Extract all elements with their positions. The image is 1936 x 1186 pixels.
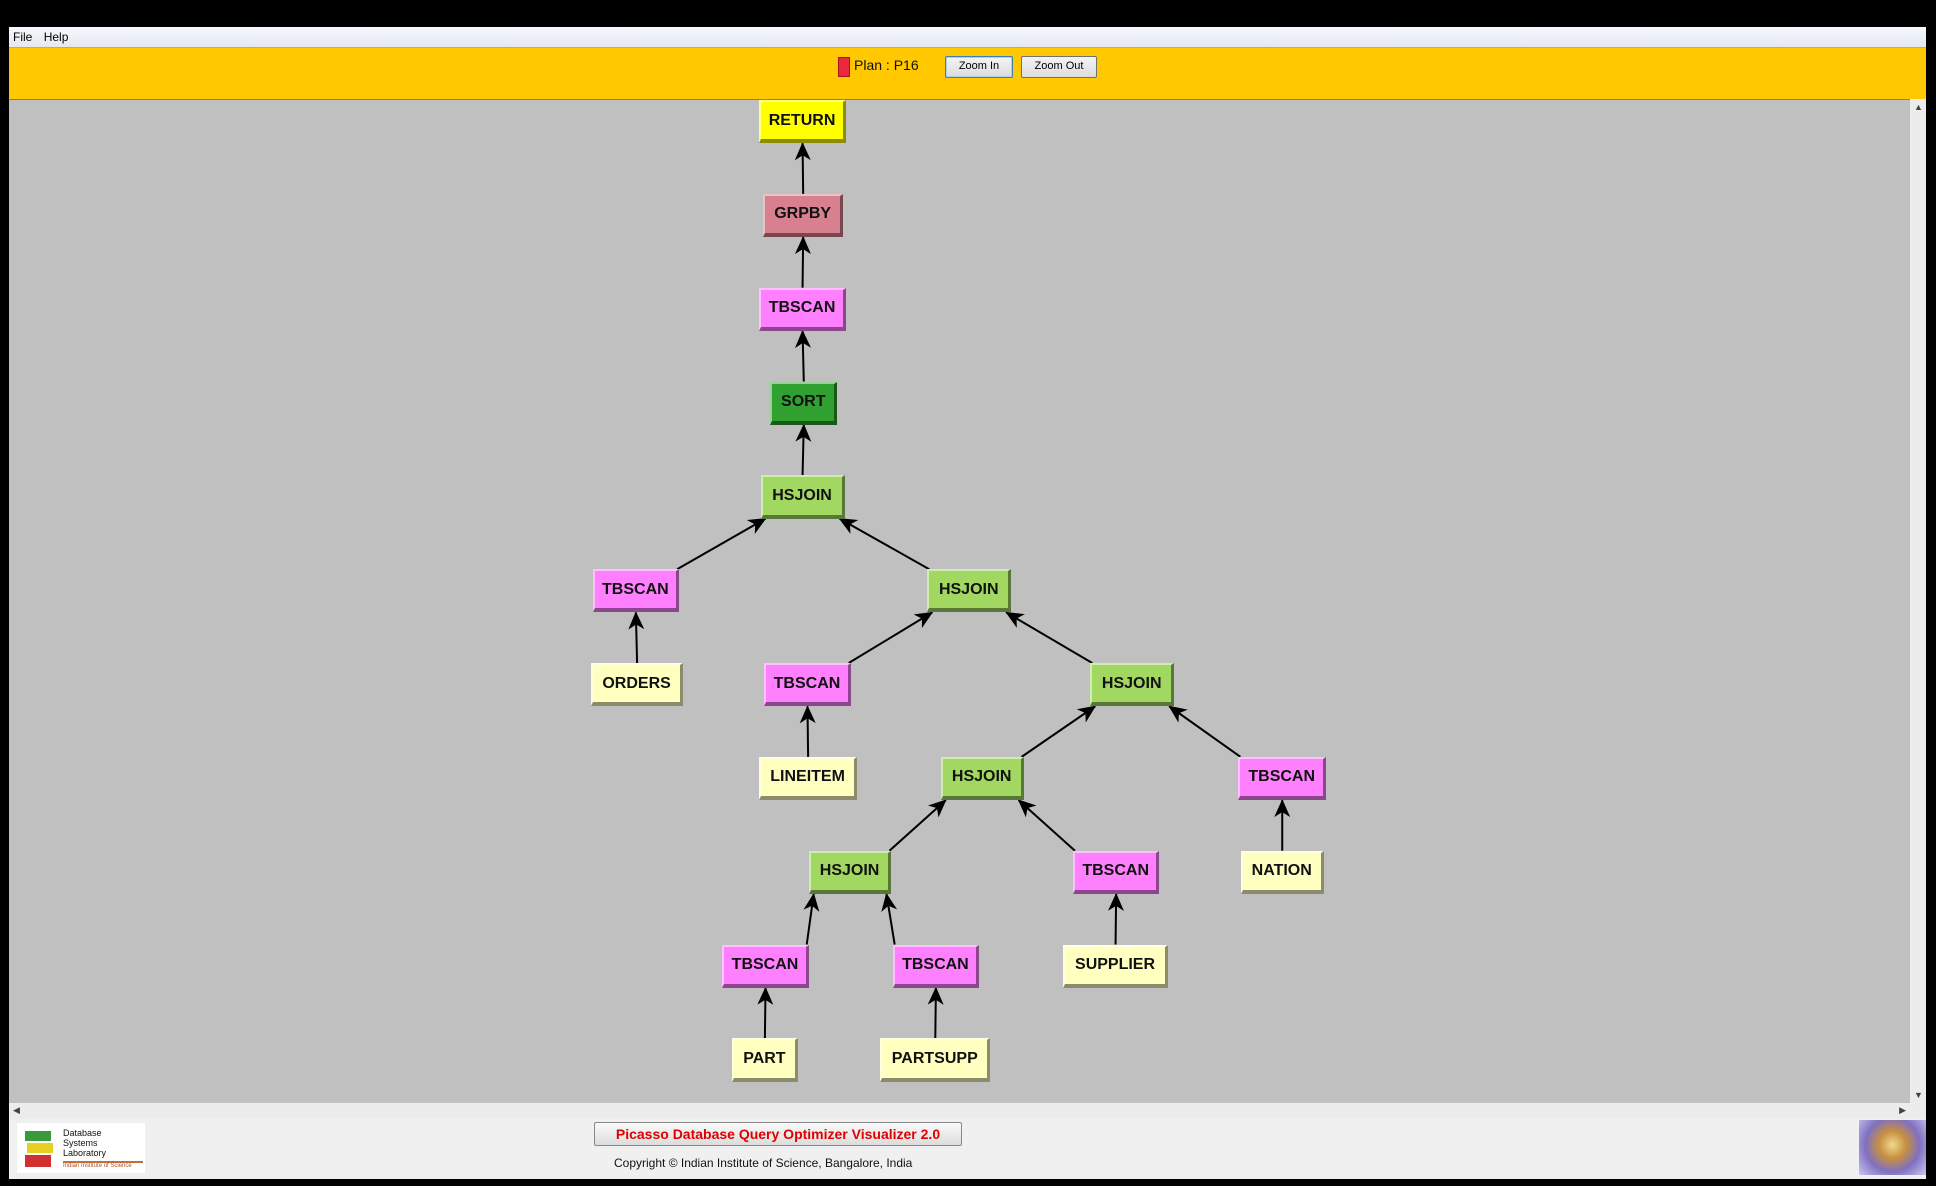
plan-node-supplier[interactable]: SUPPLIER [1063, 944, 1168, 988]
dsl-blocks-icon [25, 1131, 53, 1167]
dsl-logo: Database Systems Laboratory Indian Insti… [17, 1123, 145, 1173]
plan-node-lineitem[interactable]: LINEITEM [759, 756, 857, 801]
scroll-right-icon[interactable]: ▶ [1899, 1105, 1906, 1115]
plan-node-nation[interactable]: NATION [1240, 850, 1324, 894]
menu-help[interactable]: Help [43, 30, 69, 44]
plan-node-hsjoin[interactable]: HSJOIN [808, 850, 892, 894]
plan-color-swatch [838, 57, 850, 77]
plan-node-part[interactable]: PART [732, 1038, 798, 1082]
plan-node-tbscan[interactable]: TBSCAN [759, 287, 846, 331]
plan-node-tbscan[interactable]: TBSCAN [722, 944, 809, 988]
plan-node-tbscan[interactable]: TBSCAN [764, 663, 851, 707]
scroll-up-icon[interactable]: ▲ [1914, 102, 1923, 112]
plan-node-sort[interactable]: SORT [770, 381, 838, 425]
plan-node-partsupp[interactable]: PARTSUPP [880, 1038, 991, 1082]
dsl-logo-subtext: Indian Institute of Science [63, 1161, 143, 1169]
zoom-in-button[interactable]: Zoom In [945, 56, 1013, 78]
plan-node-tbscan[interactable]: TBSCAN [1238, 756, 1327, 801]
plan-node-return[interactable]: RETURN [759, 100, 846, 144]
app-title-button[interactable]: Picasso Database Query Optimizer Visuali… [594, 1122, 962, 1146]
iisc-emblem-icon [1859, 1120, 1926, 1175]
menu-bar: File Help [9, 27, 1926, 47]
scroll-left-icon[interactable]: ◀ [13, 1105, 20, 1115]
plan-node-tbscan[interactable]: TBSCAN [592, 569, 680, 613]
scroll-down-icon[interactable]: ▼ [1914, 1090, 1923, 1100]
plan-node-tbscan[interactable]: TBSCAN [892, 944, 980, 988]
plan-node-grpby[interactable]: GRPBY [763, 193, 844, 238]
plan-node-hsjoin[interactable]: HSJOIN [1090, 663, 1175, 707]
menu-file[interactable]: File [13, 30, 33, 44]
footer: Database Systems Laboratory Indian Insti… [9, 1119, 1926, 1179]
zoom-out-button[interactable]: Zoom Out [1021, 56, 1097, 78]
plan-node-tbscan[interactable]: TBSCAN [1072, 850, 1160, 894]
plan-node-hsjoin[interactable]: HSJOIN [927, 569, 1012, 613]
horizontal-scrollbar[interactable]: ◀ ▶ [9, 1103, 1926, 1120]
plan-node-hsjoin[interactable]: HSJOIN [760, 475, 845, 519]
plan-node-hsjoin[interactable]: HSJOIN [940, 756, 1024, 801]
plan-label: Plan : P16 [854, 57, 919, 73]
plan-node-orders[interactable]: ORDERS [591, 663, 683, 707]
dsl-logo-text: Database Systems Laboratory [63, 1128, 107, 1158]
copyright-text: Copyright © Indian Institute of Science,… [614, 1156, 913, 1170]
vertical-scrollbar[interactable]: ▲ ▼ [1910, 99, 1926, 1103]
toolbar: Plan : P16 Zoom In Zoom Out [9, 47, 1926, 100]
